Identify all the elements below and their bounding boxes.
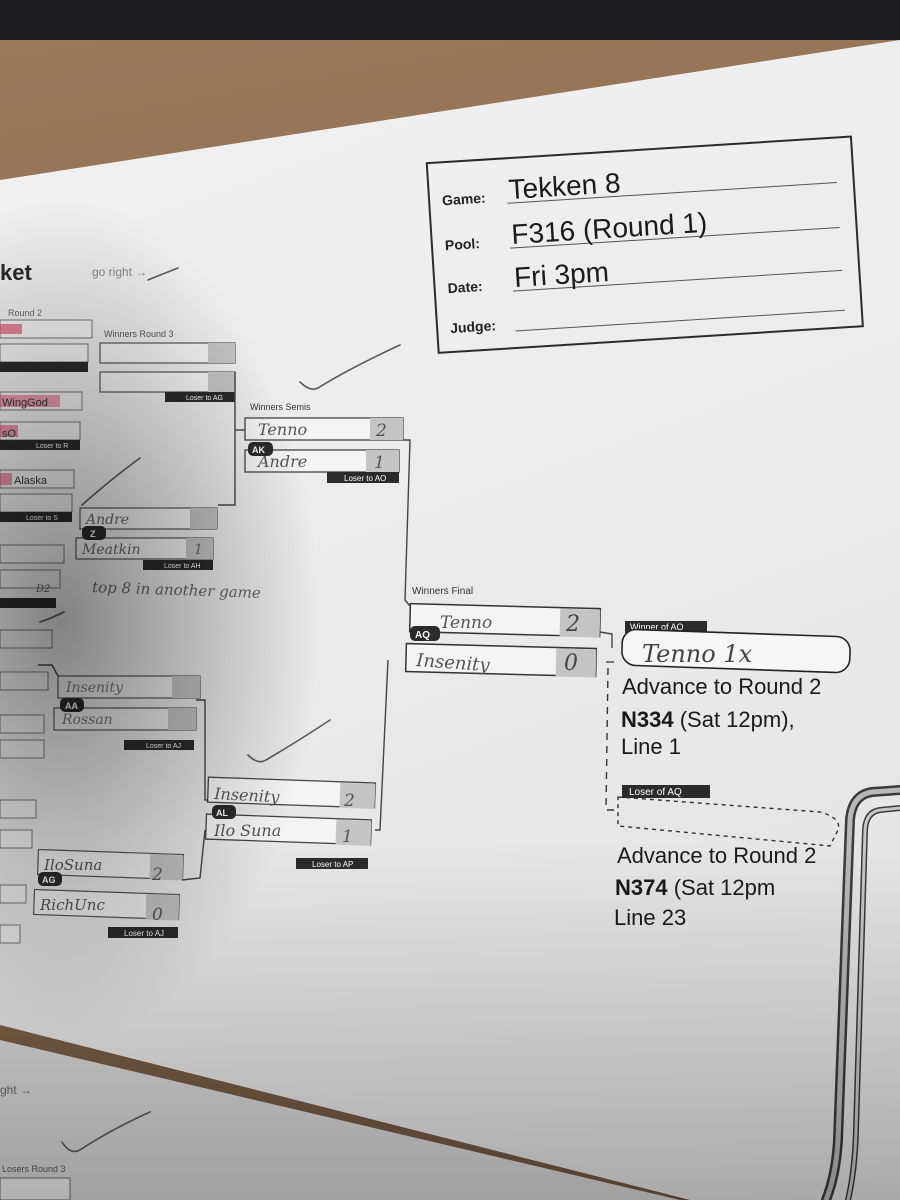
loser-ag-label: Loser to AG <box>186 395 223 402</box>
date-label: Date: <box>447 278 483 296</box>
ag-score1: 2 <box>151 865 163 885</box>
name-winggod: WingGod <box>2 397 48 409</box>
loser-s-label: Loser to S <box>26 515 58 522</box>
ak-player2: Andre <box>256 452 307 471</box>
z-loser-label: Loser to AH <box>164 563 201 570</box>
match-top: Winners Round 3 Loser to AG <box>99 329 236 402</box>
match-z: Andre Meatkin 1 Loser to AH Z top 8 in a… <box>75 507 261 602</box>
ak-loser-label: Loser to AO <box>344 474 386 483</box>
aq-score1: 2 <box>565 612 580 637</box>
bracket-title: ket <box>0 260 32 285</box>
ak-player1: Tenno <box>258 420 307 439</box>
date-value: Fri 3pm <box>513 256 610 293</box>
ag-player2: RichUnc <box>39 896 105 914</box>
ak-score2: 1 <box>374 453 385 473</box>
al-player2: Ilo Suna <box>213 821 281 840</box>
loser-pool-time: (Sat 12pm <box>668 875 776 900</box>
match-ak: Winners Semis Tenno 2 Andre 1 Loser to A… <box>244 402 404 483</box>
winner-of-aq-label: Winner of AQ <box>630 622 684 632</box>
svg-text:N374 (Sat 12pm: N374 (Sat 12pm <box>615 875 775 900</box>
winners-semis-label: Winners Semis <box>250 402 311 412</box>
aq-score2: 0 <box>564 651 578 676</box>
loser-advance-line3: Line 23 <box>614 905 686 930</box>
svg-text:N334 (Sat 12pm),: N334 (Sat 12pm), <box>621 707 795 732</box>
loser-r-label: Loser to R <box>36 443 68 450</box>
winner-pool-time: (Sat 12pm), <box>674 707 795 732</box>
match-aq: Winners Final Tenno 2 Insenity 0 AQ <box>404 586 602 678</box>
al-score1: 2 <box>343 791 355 811</box>
bottom-fragments: ght → Losers Round 3 <box>0 1083 71 1200</box>
aq-player2: Insenity <box>415 650 491 676</box>
handwritten-note: top 8 in another game <box>92 578 261 602</box>
clipboard-clip <box>821 785 900 1200</box>
bottom-hint: ght → <box>0 1083 32 1097</box>
aa-player1: Insenity <box>65 680 124 696</box>
winner-advance: Winner of AQ Tenno 1x Advance to Round 2… <box>621 621 851 759</box>
aq-player1: Tenno <box>440 613 492 633</box>
round3-label: Winners Round 3 <box>104 329 174 339</box>
pool-value: F316 (Round 1) <box>510 207 708 250</box>
name-alaska: Alaska <box>14 475 48 487</box>
aa-player2: Rossan <box>61 712 113 728</box>
left-fragments: ket go right → Round 2 WingGod sO Loser … <box>0 260 147 944</box>
al-score2: 1 <box>342 827 353 847</box>
d2-note: D2 <box>35 584 50 595</box>
ag-player1: IloSuna <box>43 856 102 874</box>
loser-pool-code: N374 <box>615 875 668 900</box>
loser-of-aq-label: Loser of AQ <box>629 787 682 798</box>
game-value: Tekken 8 <box>508 167 622 205</box>
bracket-connectors <box>38 372 614 881</box>
header-info-box: Game: Tekken 8 Pool: F316 (Round 1) Date… <box>425 135 864 354</box>
winner-of-aq-value: Tenno 1x <box>642 640 753 668</box>
z-tag: Z <box>90 529 96 539</box>
z-player1: Andre <box>84 512 129 528</box>
winner-advance-line1: Advance to Round 2 <box>622 674 821 699</box>
aq-tag: AQ <box>415 630 430 641</box>
aa-tag: AA <box>65 701 78 711</box>
bracket-hint: go right → <box>92 265 147 279</box>
losers-round3-label: Losers Round 3 <box>2 1164 66 1174</box>
ag-loser-label: Loser to AJ <box>124 929 164 938</box>
judge-label: Judge: <box>450 317 497 336</box>
al-tag: AL <box>216 808 228 818</box>
game-label: Game: <box>442 190 486 209</box>
winner-advance-line3: Line 1 <box>621 734 681 759</box>
al-player1: Insenity <box>213 784 281 806</box>
match-aa: Insenity Rossan Loser to AJ AA <box>53 675 201 750</box>
name-so: sO <box>2 428 17 440</box>
winners-final-label: Winners Final <box>412 586 473 597</box>
pool-label: Pool: <box>444 235 480 253</box>
winner-pool-code: N334 <box>621 707 674 732</box>
loser-advance: Loser of AQ Advance to Round 2 N374 (Sat… <box>605 667 840 930</box>
ag-score2: 0 <box>152 905 163 925</box>
loser-advance-line1: Advance to Round 2 <box>617 843 816 868</box>
z-player2: Meatkin <box>81 542 141 558</box>
pencil-checkmarks <box>39 267 401 1153</box>
ak-score1: 2 <box>375 421 387 441</box>
z-score2: 1 <box>194 542 203 558</box>
ag-tag: AG <box>42 875 56 885</box>
match-al: Insenity 2 Ilo Suna 1 Loser to AP AL <box>204 776 377 869</box>
aa-loser-label: Loser to AJ <box>146 743 181 750</box>
match-ag: IloSuna 2 RichUnc 0 Loser to AJ AG <box>32 848 184 938</box>
al-loser-label: Loser to AP <box>312 860 353 869</box>
round2-label: Round 2 <box>8 308 42 318</box>
ak-tag: AK <box>252 445 265 455</box>
